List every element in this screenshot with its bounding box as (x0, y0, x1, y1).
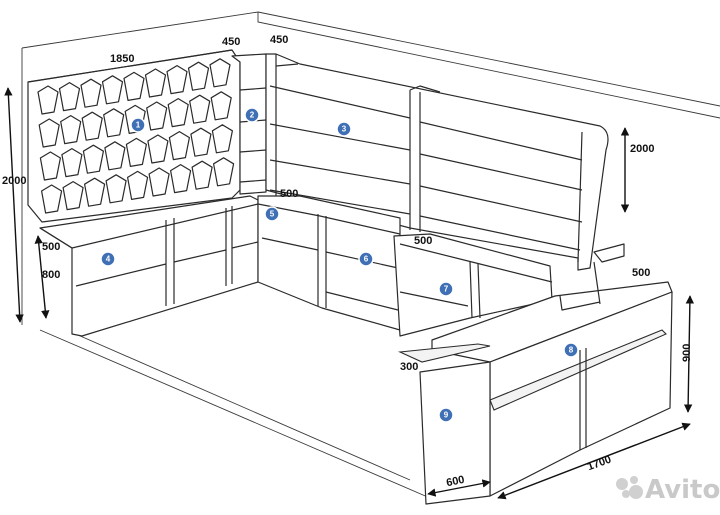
rack-cell (103, 108, 125, 138)
rack-cells (37, 58, 235, 214)
rack-cell (62, 181, 84, 211)
svg-text:7: 7 (444, 285, 449, 294)
rack-cell (58, 82, 81, 112)
rack-cell (187, 61, 210, 91)
svg-text:4: 4 (106, 255, 111, 264)
badge-6: 6 (358, 251, 374, 267)
rack-cell (84, 177, 106, 207)
module-badges: 1 2 3 4 5 6 7 8 9 (100, 107, 579, 423)
dim-top-width: 1850 (110, 53, 134, 65)
badge-3: 3 (336, 121, 352, 137)
dim-counter-height: 900 (681, 344, 693, 362)
side-panel (397, 343, 491, 505)
svg-text:2: 2 (250, 111, 255, 120)
rack-cell (209, 58, 231, 88)
rack-cell (123, 71, 145, 101)
dim-left-height: 2000 (2, 175, 26, 187)
rack-cell (170, 164, 192, 194)
svg-text:1: 1 (136, 121, 141, 130)
rack-cell (189, 94, 211, 124)
rack-cell (210, 91, 232, 121)
avito-logo-icon (616, 476, 643, 499)
honeycomb-rack (27, 49, 241, 223)
rack-cell (147, 134, 169, 164)
svg-text:9: 9 (444, 411, 449, 420)
rack-cell (144, 68, 167, 98)
rack-cell (38, 118, 60, 148)
dim-mid-depth: 500 (414, 235, 432, 247)
rack-cell (41, 184, 63, 214)
dim-right-depth: 500 (632, 267, 650, 279)
badge-9: 9 (438, 407, 454, 423)
dim-right-height: 2000 (630, 143, 654, 155)
corner-shelf-unit (231, 53, 267, 195)
rack-cell (60, 115, 82, 145)
badge-4: 4 (100, 251, 116, 267)
rack-cell (37, 85, 59, 115)
dim-left-depth: 500 (42, 241, 60, 253)
badge-5: 5 (264, 206, 280, 222)
dim-left-low-height: 800 (42, 269, 60, 281)
rack-cell (125, 137, 147, 167)
rack-cell (61, 148, 83, 178)
svg-text:5: 5 (270, 210, 275, 219)
rack-cell (81, 111, 103, 141)
rack-cell (213, 157, 235, 187)
badge-7: 7 (438, 281, 454, 297)
rack-cell (190, 127, 212, 157)
rack-cell (101, 75, 124, 105)
rack-cell (167, 98, 189, 128)
badge-8: 8 (563, 342, 579, 358)
low-cabinet-middle (257, 195, 401, 331)
dim-corner-a: 450 (222, 36, 240, 48)
rack-cell (191, 160, 213, 190)
tall-shelving (265, 53, 609, 271)
rack-cell (148, 167, 170, 197)
rack-cell (82, 144, 104, 174)
svg-text:6: 6 (364, 255, 369, 264)
dim-counter-depth: 600 (445, 474, 465, 490)
rack-cell (211, 124, 233, 154)
low-cabinet-left (39, 195, 259, 337)
rack-cell (166, 65, 188, 95)
dim-corner-b: 450 (270, 34, 288, 46)
badge-2: 2 (244, 107, 260, 123)
rack-cell (146, 101, 168, 131)
rack-cell (80, 78, 102, 108)
avito-watermark: Avito (616, 475, 720, 505)
rack-cell (105, 174, 127, 204)
rack-cell (168, 131, 190, 161)
dim-counter-length: 1700 (586, 454, 613, 474)
dim-corner-depth: 500 (280, 188, 298, 200)
dimension-lines (4, 87, 695, 500)
rack-cell (39, 151, 61, 181)
watermark-text: Avito (645, 475, 720, 505)
svg-text:3: 3 (342, 125, 347, 134)
dimension-labels: 1850 450 450 2000 2000 500 500 800 500 5… (2, 34, 693, 489)
dim-shelf-depth: 300 (400, 361, 418, 373)
rack-cell (127, 170, 149, 200)
rack-cell (104, 141, 126, 171)
badge-1: 1 (130, 117, 146, 133)
svg-text:8: 8 (569, 346, 574, 355)
